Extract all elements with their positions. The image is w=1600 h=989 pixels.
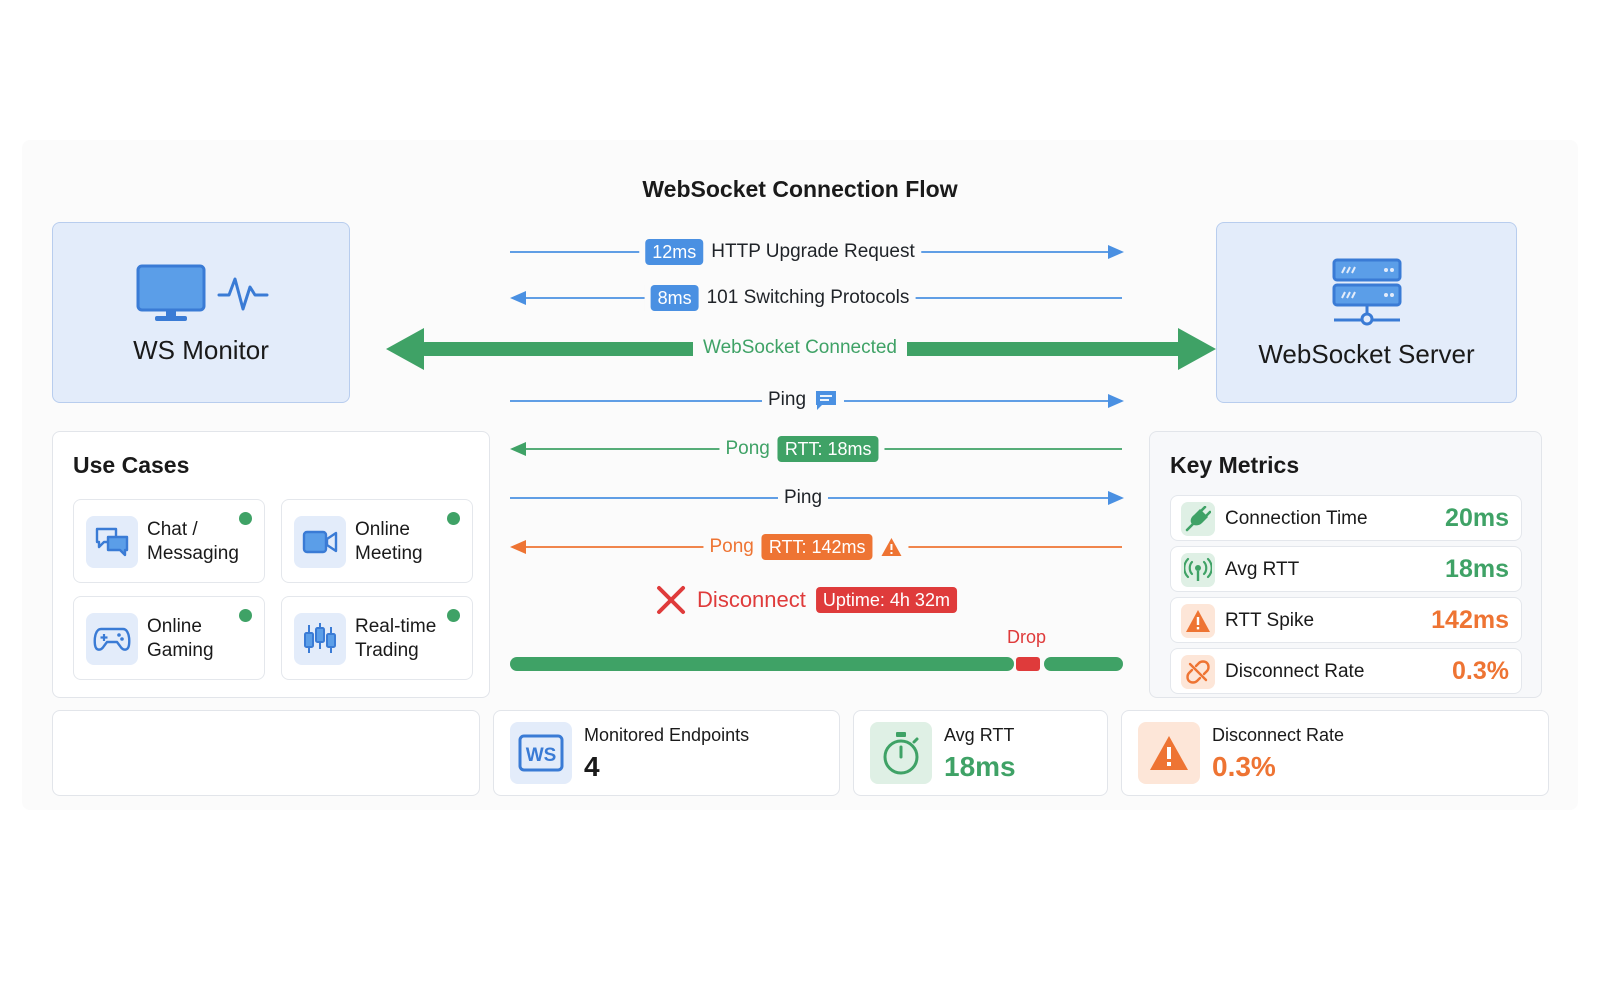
use-case-label: Online Gaming xyxy=(147,616,214,661)
status-dot xyxy=(239,609,252,622)
ping2-label: Ping xyxy=(783,487,823,508)
use-case-meeting[interactable]: Online Meeting xyxy=(281,499,473,583)
upgrade-label: HTTP Upgrade Request xyxy=(711,241,915,262)
metric-label: RTT Spike xyxy=(1225,610,1315,631)
stat-label: Avg RTT xyxy=(944,725,1015,745)
candlestick-icon xyxy=(294,613,346,665)
stat-value: 0.3% xyxy=(1212,751,1276,782)
stat-label: Disconnect Rate xyxy=(1212,725,1345,745)
status-dot xyxy=(239,512,252,525)
use-case-trading[interactable]: Real-time Trading xyxy=(281,596,473,680)
flow-label-ping1: Ping xyxy=(761,389,845,411)
server-label: WebSocket Server xyxy=(1258,339,1475,369)
metric-value: 0.3% xyxy=(1452,657,1509,685)
ping1-label: Ping xyxy=(767,389,807,410)
use-cases-card: Use Cases Chat / Messaging Online Meetin… xyxy=(52,431,490,698)
metric-label: Disconnect Rate xyxy=(1225,661,1365,682)
server-node: WebSocket Server xyxy=(1216,222,1517,403)
use-case-label: Online Meeting xyxy=(355,519,423,564)
flow-label-upgrade: 12ms HTTP Upgrade Request xyxy=(639,239,921,265)
stat-monitored-endpoints: WS Monitored Endpoints 4 xyxy=(493,710,840,796)
server-icon xyxy=(1332,258,1402,326)
use-case-chat[interactable]: Chat / Messaging xyxy=(73,499,265,583)
metric-value: 142ms xyxy=(1431,606,1509,634)
use-case-gaming[interactable]: Online Gaming xyxy=(73,596,265,680)
metric-disconnect-rate: Disconnect Rate 0.3% xyxy=(1170,648,1522,694)
use-case-label: Real-time Trading xyxy=(355,616,437,661)
stopwatch-icon xyxy=(870,722,932,784)
gamepad-icon xyxy=(86,613,138,665)
plug-icon xyxy=(1181,502,1215,536)
flow-label-pong1: Pong RTT: 18ms xyxy=(719,436,885,462)
switching-label: 101 Switching Protocols xyxy=(706,287,910,308)
uptime-chip: Uptime: 4h 32m xyxy=(815,587,957,613)
stat-value: 18ms xyxy=(944,751,1016,782)
client-label: WS Monitor xyxy=(133,335,269,365)
metric-rtt-spike: RTT Spike 142ms xyxy=(1170,597,1522,643)
chat-icon xyxy=(86,516,138,568)
flow-label-disconnect: Disconnect Uptime: 4h 32m xyxy=(649,584,963,616)
video-icon xyxy=(294,516,346,568)
pong2-label: Pong xyxy=(709,536,754,557)
broken-link-icon xyxy=(1181,655,1215,689)
diagram-title: WebSocket Connection Flow xyxy=(642,176,958,202)
stat-avg-rtt: Avg RTT 18ms xyxy=(853,710,1108,796)
pulse-icon xyxy=(217,277,269,311)
upgrade-latency-chip: 12ms xyxy=(645,239,704,265)
status-dot xyxy=(447,609,460,622)
stat-disconnect-rate: Disconnect Rate 0.3% xyxy=(1121,710,1549,796)
key-metrics-card: Key Metrics Connection Time 20ms xyxy=(1149,431,1542,698)
pong1-rtt-chip: RTT: 18ms xyxy=(777,436,879,462)
warning-icon xyxy=(881,538,902,556)
metric-label: Avg RTT xyxy=(1225,559,1300,580)
warning-icon xyxy=(1138,722,1200,784)
message-icon xyxy=(816,391,837,410)
metric-value: 18ms xyxy=(1445,555,1509,583)
pong1-label: Pong xyxy=(725,438,770,459)
metric-connection-time: Connection Time 20ms xyxy=(1170,495,1522,541)
flow-label-ping2: Ping xyxy=(777,487,829,509)
x-icon xyxy=(657,586,686,614)
flow-label-switching: 8ms 101 Switching Protocols xyxy=(644,285,916,311)
connection-timeline xyxy=(510,657,1123,671)
svg-text:WS: WS xyxy=(526,745,557,766)
status-dot xyxy=(447,512,460,525)
drop-label: Drop xyxy=(1007,627,1047,647)
stat-label: Monitored Endpoints xyxy=(584,725,750,745)
ws-icon: WS xyxy=(510,722,572,784)
metric-value: 20ms xyxy=(1445,504,1509,532)
disconnect-label: Disconnect xyxy=(697,587,806,612)
stat-value: 4 xyxy=(584,751,600,782)
warning-icon xyxy=(1181,604,1215,638)
key-metrics-title: Key Metrics xyxy=(1170,452,1300,478)
flow-label-connected: WebSocket Connected xyxy=(693,337,907,359)
metric-label: Connection Time xyxy=(1225,508,1368,529)
metric-avg-rtt: Avg RTT 18ms xyxy=(1170,546,1522,592)
use-cases-title: Use Cases xyxy=(73,452,190,478)
antenna-icon xyxy=(1181,553,1215,587)
switching-latency-chip: 8ms xyxy=(650,285,699,311)
use-case-label: Chat / Messaging xyxy=(147,519,239,564)
pong2-rtt-chip: RTT: 142ms xyxy=(761,534,873,560)
client-node: WS Monitor xyxy=(52,222,350,403)
connected-label: WebSocket Connected xyxy=(703,337,897,358)
flow-label-pong2: Pong RTT: 142ms xyxy=(703,534,909,560)
stat-empty xyxy=(52,710,480,796)
monitor-icon xyxy=(136,264,206,321)
